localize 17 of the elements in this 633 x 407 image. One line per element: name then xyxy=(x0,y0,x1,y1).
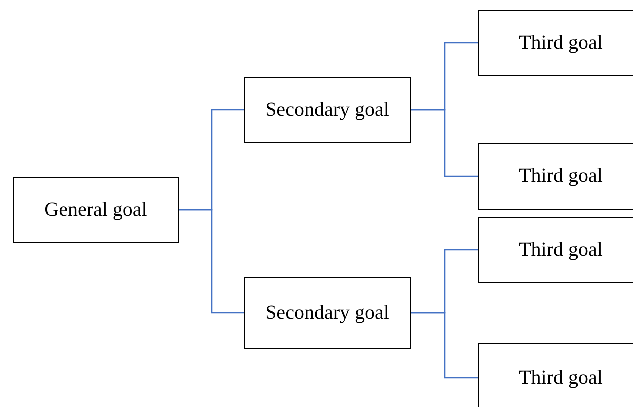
goal-label: Secondary goal xyxy=(266,302,390,324)
goal-label: Third goal xyxy=(519,32,603,54)
goal-label: General goal xyxy=(44,198,148,222)
connector-line xyxy=(411,312,478,379)
goal-box xyxy=(478,217,633,283)
goal-box xyxy=(478,343,633,407)
goal-label: Secondary goal xyxy=(266,98,390,122)
goal-label: Third goal xyxy=(519,366,603,390)
goal-label: Third goal xyxy=(519,165,603,188)
goal-box xyxy=(244,77,411,143)
goal-box xyxy=(478,10,633,76)
goal-label: Third goal xyxy=(519,238,603,262)
goal-box xyxy=(13,177,179,243)
connector-line xyxy=(179,209,244,314)
goal-box xyxy=(244,277,411,349)
connector-line xyxy=(411,109,478,178)
goal-box xyxy=(478,143,633,210)
